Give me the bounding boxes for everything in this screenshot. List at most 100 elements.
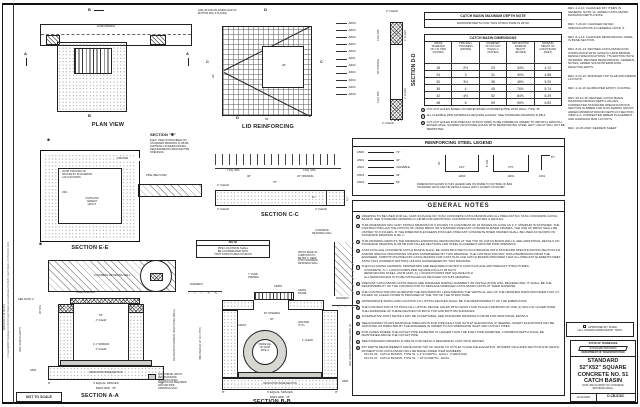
tb-footer: 10-30-2020 D-CB-51SC: [571, 393, 635, 401]
cell-pipe-dia: 30: [425, 78, 453, 85]
cell-wall-thk: 4: [452, 85, 480, 92]
bb-note-title: NOTE: [197, 240, 269, 246]
bb-a502-label: A502 BAR (TYP.): [298, 321, 310, 327]
legend-bar: A502 VARIABLE: [357, 164, 429, 172]
aa-h600: H600: [30, 369, 37, 372]
not-to-scale-box: NOT TO SCALE: [16, 392, 62, 402]
section-cut-d-bottom: D: [236, 115, 239, 120]
aa-see-note-2: SEE NOTE ②: [18, 298, 35, 301]
bb-max-depth: MAX. DESIGN DEPTH (SEE NOTE ⑬): [349, 324, 352, 366]
note-text: SEE ROADWAY PLANS DRAINAGE TABULATION FO…: [361, 320, 555, 329]
legend-title: REINFORCING STEEL LEGEND: [353, 139, 564, 148]
footnote-number: 2: [421, 114, 426, 119]
bar-mark: A600: [348, 91, 356, 96]
bb-curb-label: 7" CURB OPENING: [248, 273, 260, 279]
bar-callout: A604: [336, 77, 370, 84]
leader-line: [336, 58, 347, 60]
cell-cutout: 45: [480, 85, 508, 92]
dd-clear-1a: 1" CLEAR: [404, 30, 407, 42]
note-number: 9: [356, 306, 361, 311]
reinforcing-steel-legend: REINFORCING STEEL LEGEND A500 74" A501 4…: [352, 138, 565, 196]
aa-dim52: 52": [98, 313, 104, 317]
bar-callout: A604: [336, 63, 370, 70]
section-bb-title: SECTION B-B: [253, 399, 291, 405]
tb-title-2: 52"X52" SQUARE: [579, 365, 627, 372]
max-depth-title: CATCH BASIN MAXIMUM DEPTH NOTE: [425, 13, 561, 21]
bb-pipe-outer: INSIDE DIA. OF INLET PIPE ②: [243, 330, 287, 374]
section-cut-line: [94, 10, 104, 11]
legend-bar: A500 74": [357, 149, 429, 157]
revision-entry: REV. 2-2-10: CHANGED PAY ITEMS IN GENERA…: [568, 6, 629, 18]
column-header: DIAMETER OF CUT-OUT HOLES ① (INCHES): [480, 42, 508, 64]
section-dd: 2" CLEAR 3 EQ. SPA. 26" OPENING 3 EQ. SP…: [372, 10, 422, 128]
revision-entry: REV. 6-24-15: MODIFIED TOP SLAB AND REBA…: [568, 73, 636, 82]
max-depth-body: MAXIMUM DEPTH FOR THIS STRUCTURE IS 28.0…: [456, 20, 530, 25]
revision-entry: REV. 10-30-2020: REDREW SHEET.: [568, 125, 618, 130]
note-text: THIS DIMENSION MAY VARY FROM A MINIMUM O…: [361, 222, 561, 238]
section-cut-line: [188, 58, 189, 66]
cc-spa4: 4 EQ. SPA.: [303, 169, 317, 172]
bb-base-label: MONOLITHIC BASE SECTION: [263, 382, 297, 385]
cell-cutout: 31: [480, 71, 508, 78]
bar-mark: A604: [348, 70, 356, 75]
bar-mark: A504: [357, 180, 365, 185]
bar-mark: A502: [357, 165, 365, 170]
bar-callout: A604: [336, 84, 370, 91]
footnote-number: 1: [421, 108, 426, 113]
lid-opening: 26": [262, 46, 304, 88]
bb-pipe-inner: INSIDE DIA. OF INLET PIPE ②: [252, 339, 278, 365]
grout-swatch: [148, 374, 156, 380]
bar-dim: 74": [396, 150, 401, 155]
bb-d8r: 8": [335, 390, 338, 394]
note-number: 5: [356, 265, 361, 270]
bar-mark: A501: [357, 157, 365, 162]
cell-cutout: 52: [480, 92, 508, 99]
legend-bar: A504 59": [357, 179, 429, 187]
legend-l-bar: [541, 155, 550, 170]
cell-cutout: 23: [480, 64, 508, 71]
note-number: 7: [356, 290, 361, 295]
section-star-title: SECTION "✱": [150, 132, 177, 137]
bar-mark: A604: [348, 49, 356, 54]
legend-bar: A503 36": [357, 172, 429, 180]
general-note: 12 FOR CASES WHERE THE OUTLET PIPE DIAME…: [356, 330, 561, 338]
pipe-beyond: [138, 184, 202, 197]
cell-cutout: 59: [480, 99, 508, 106]
section-bb: NOTE PIPE LOCATIONS SHALL BE COORDINATED…: [186, 228, 358, 405]
aa-clear3: 3" CLEAR: [95, 348, 107, 351]
cc-slab: 11": [215, 190, 345, 206]
h600-bottom-dim: 44½": [459, 166, 465, 169]
leader-line: [336, 65, 347, 67]
aa-side-note: MID SECTION MINIMUM HEIGHT (SEE TABLE): [173, 309, 176, 361]
bar-mark: A604: [348, 84, 356, 89]
fhwa-checkbox[interactable]: [583, 324, 587, 328]
note-number: 3: [356, 239, 361, 245]
note-text: ALTERNATIVE JOINT DETAILS MAY BE ACCEPTA…: [361, 314, 529, 319]
general-note: 5 THE FOLLOWING MATERIAL PROPERTIES ARE …: [356, 265, 561, 279]
leader-line: [336, 86, 347, 88]
bb-grout-strip: [238, 372, 322, 378]
not-to-scale-label: NOT TO SCALE: [26, 394, 52, 399]
cc-dim48: 48": [247, 175, 251, 178]
general-note: 6 PRECAST CATCH BASIN UNITS WHICH ARE DA…: [356, 281, 561, 289]
cell-min-height: 4.88: [544, 72, 552, 77]
cc-opening: 26" OPENING: [297, 175, 314, 178]
general-note: 8 APPROPRIATE SIZING AND LOCATION OF LIF…: [356, 299, 561, 305]
tb-banner-text: STANDARD DRAWING: [589, 347, 617, 351]
table-body: 18 2½ 23 34⅝ 4.12 24 3 31 40⅝ 4.88 30 3½…: [425, 63, 561, 106]
footnote-number: 3: [421, 120, 426, 125]
bar-callout: A604: [336, 70, 370, 77]
table-footnotes: 1 CUT-OUT HOLES BASED ON REINFORCED CONC…: [421, 107, 565, 133]
title-block: STATE OF TENNESSEE STANDARD DRAWING DEPA…: [570, 340, 636, 402]
cell-mid-height: 90⅝: [507, 99, 535, 106]
wall-hatch-right: [150, 35, 166, 45]
tb-title-1: STANDARD: [587, 358, 619, 365]
tb-subtitle: (FOR USE IN FRONT OF CONCRETE RETAINING …: [582, 383, 624, 390]
fhwa-text: APPROVED BY FHWA: [587, 324, 617, 329]
cc-clear-br: 2" CLEAR: [315, 208, 327, 211]
aa-d8r: 8": [161, 381, 164, 385]
cell-mid-height: 84⅝: [507, 92, 535, 99]
cell-wall-thk: 4½: [452, 92, 480, 99]
bb-bottom-dims: 8" 5 EQUAL SPACES 8": [222, 390, 338, 395]
cell-wall-thk: 5: [452, 99, 480, 106]
